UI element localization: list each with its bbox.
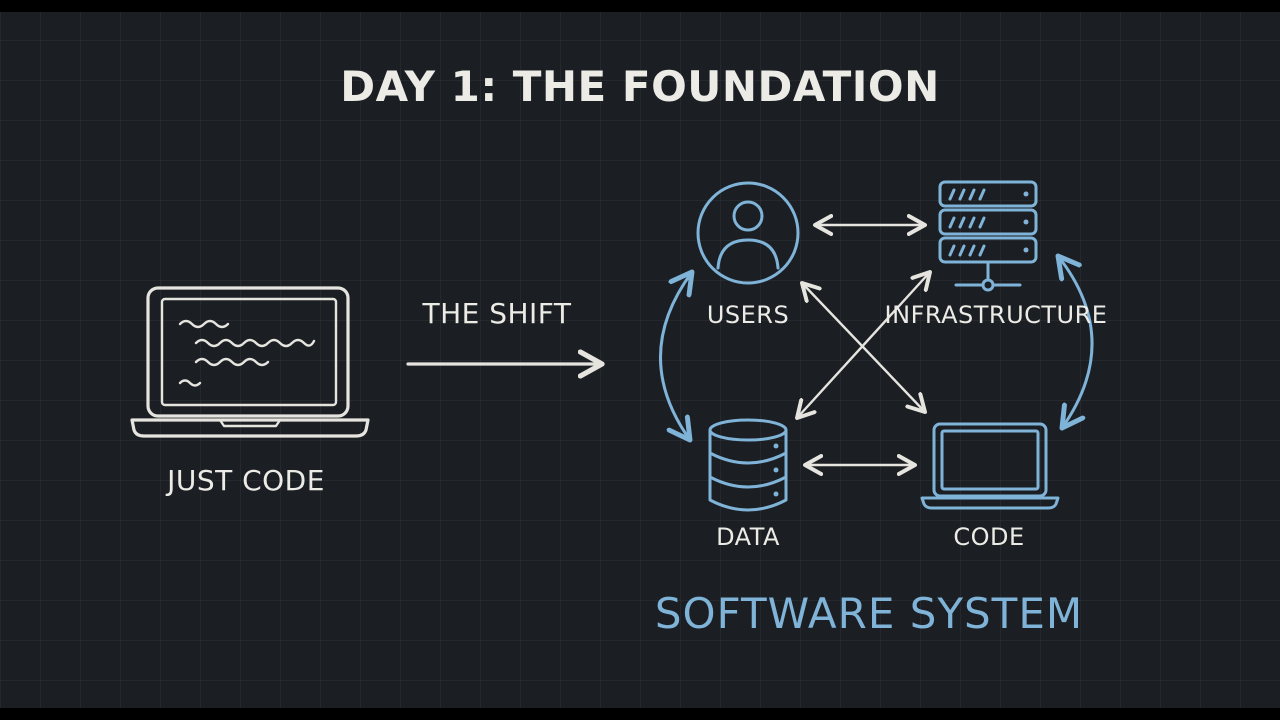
- connection-infrastructure-data: [797, 272, 930, 418]
- letterbox-bottom: [0, 708, 1280, 720]
- node-label-users: USERS: [706, 301, 790, 329]
- shift-label: THE SHIFT: [422, 297, 572, 330]
- user-icon: [696, 181, 800, 285]
- server-rack-icon: [938, 180, 1038, 292]
- laptop-icon: [920, 422, 1060, 510]
- database-icon: [708, 418, 788, 512]
- letterbox-top: [0, 0, 1280, 12]
- slide-title: DAY 1: THE FOUNDATION: [340, 62, 940, 111]
- node-label-data: DATA: [716, 523, 780, 551]
- connection-infrastructure-code: [1058, 256, 1094, 428]
- connection-users-data: [659, 272, 692, 440]
- laptop-icon: [130, 286, 370, 438]
- just-code-label: JUST CODE: [167, 464, 325, 497]
- software-system-title: SOFTWARE SYSTEM: [654, 589, 1084, 638]
- node-label-infrastructure: INFRASTRUCTURE: [884, 301, 1108, 329]
- node-label-code: CODE: [953, 523, 1025, 551]
